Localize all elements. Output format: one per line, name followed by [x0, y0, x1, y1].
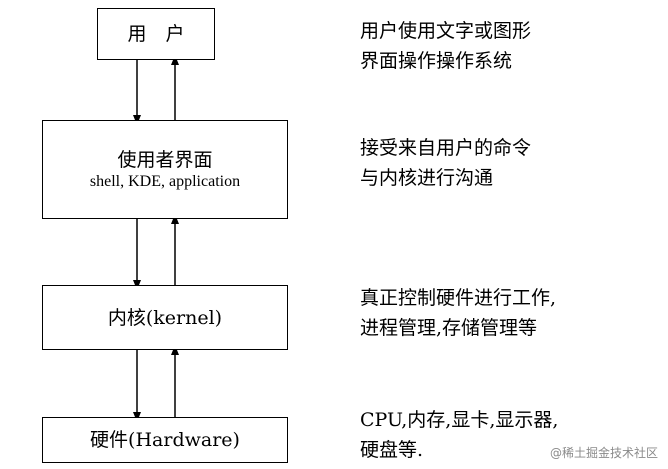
- desc-hardware: CPU,内存,显卡,显示器, 硬盘等.: [360, 405, 558, 465]
- desc-ui: 接受来自用户的命令 与内核进行沟通: [360, 133, 531, 193]
- desc-kernel-line2: 进程管理,存储管理等: [360, 317, 538, 339]
- desc-kernel-line1: 真正控制硬件进行工作,: [360, 287, 557, 309]
- box-kernel: 内核(kernel): [42, 285, 288, 350]
- watermark: @稀土掘金技术社区: [549, 446, 658, 460]
- box-user-interface: 使用者界面 shell, KDE, application: [42, 120, 288, 219]
- box-user: 用 户: [97, 8, 215, 60]
- box-ui-title: 使用者界面: [117, 148, 213, 171]
- desc-user: 用户使用文字或图形 界面操作操作系统: [360, 16, 531, 76]
- desc-ui-line2: 与内核进行沟通: [360, 167, 494, 189]
- desc-user-line1: 用户使用文字或图形: [360, 20, 532, 42]
- box-user-title: 用 户: [127, 23, 185, 45]
- desc-kernel: 真正控制硬件进行工作, 进程管理,存储管理等: [360, 283, 556, 343]
- desc-hardware-line2: 硬盘等.: [360, 439, 424, 461]
- desc-hardware-line1: CPU,内存,显卡,显示器,: [360, 409, 559, 431]
- box-kernel-title: 内核(kernel): [107, 306, 223, 329]
- desc-user-line2: 界面操作操作系统: [360, 50, 513, 72]
- box-hardware: 硬件(Hardware): [42, 417, 288, 463]
- box-hardware-title: 硬件(Hardware): [90, 429, 240, 451]
- box-ui-subtitle: shell, KDE, application: [89, 172, 241, 190]
- desc-ui-line1: 接受来自用户的命令: [360, 137, 532, 159]
